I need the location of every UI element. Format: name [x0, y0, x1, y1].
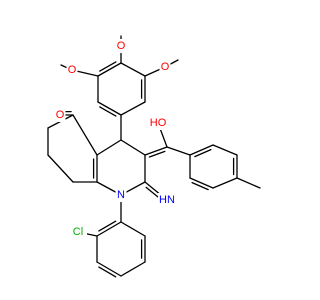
atom-label-n1: N	[115, 188, 127, 202]
svg-text:O: O	[56, 109, 65, 121]
single-bond	[120, 139, 146, 156]
single-bond	[166, 146, 191, 156]
atom-label-cl: Cl	[69, 225, 87, 239]
single-bond	[212, 177, 238, 189]
double-bond	[189, 144, 214, 158]
single-bond	[120, 62, 146, 77]
single-bond	[47, 154, 74, 183]
double-bond	[96, 261, 122, 278]
single-bond	[120, 261, 146, 277]
double-bond	[97, 61, 122, 77]
double-bond	[140, 75, 146, 103]
double-bond	[97, 101, 122, 117]
double-bond	[144, 146, 168, 158]
svg-text:HN: HN	[159, 194, 175, 206]
atom-label-o-m1: O	[115, 39, 127, 53]
single-bond	[120, 221, 146, 237]
double-bond	[96, 220, 122, 237]
double-bond	[140, 235, 146, 263]
single-bond	[236, 177, 261, 189]
single-bond	[96, 139, 122, 156]
single-bond	[212, 144, 238, 156]
single-bond	[72, 114, 98, 156]
double-bond	[92, 154, 98, 183]
atom-label-o-oh: HO	[149, 116, 167, 130]
double-bond	[232, 154, 238, 179]
single-bond	[120, 101, 146, 116]
atom-label-n-im: HN	[158, 193, 176, 207]
atom-label-o-k: O	[54, 108, 66, 122]
svg-text:O: O	[117, 40, 126, 52]
svg-text:O: O	[68, 64, 77, 76]
atom-labels: O O O HO O HN N Cl	[54, 39, 176, 239]
atom-label-o-m3: O	[159, 60, 171, 74]
atom-label-o-m2: O	[66, 63, 78, 77]
svg-text:Cl: Cl	[73, 226, 83, 238]
svg-text:O: O	[161, 61, 170, 73]
double-bond	[189, 177, 214, 191]
bond-lines	[47, 35, 261, 278]
svg-text:HO: HO	[150, 117, 167, 129]
svg-text:N: N	[117, 189, 125, 201]
molecule-structure: O O O HO O HN N Cl	[47, 35, 261, 278]
